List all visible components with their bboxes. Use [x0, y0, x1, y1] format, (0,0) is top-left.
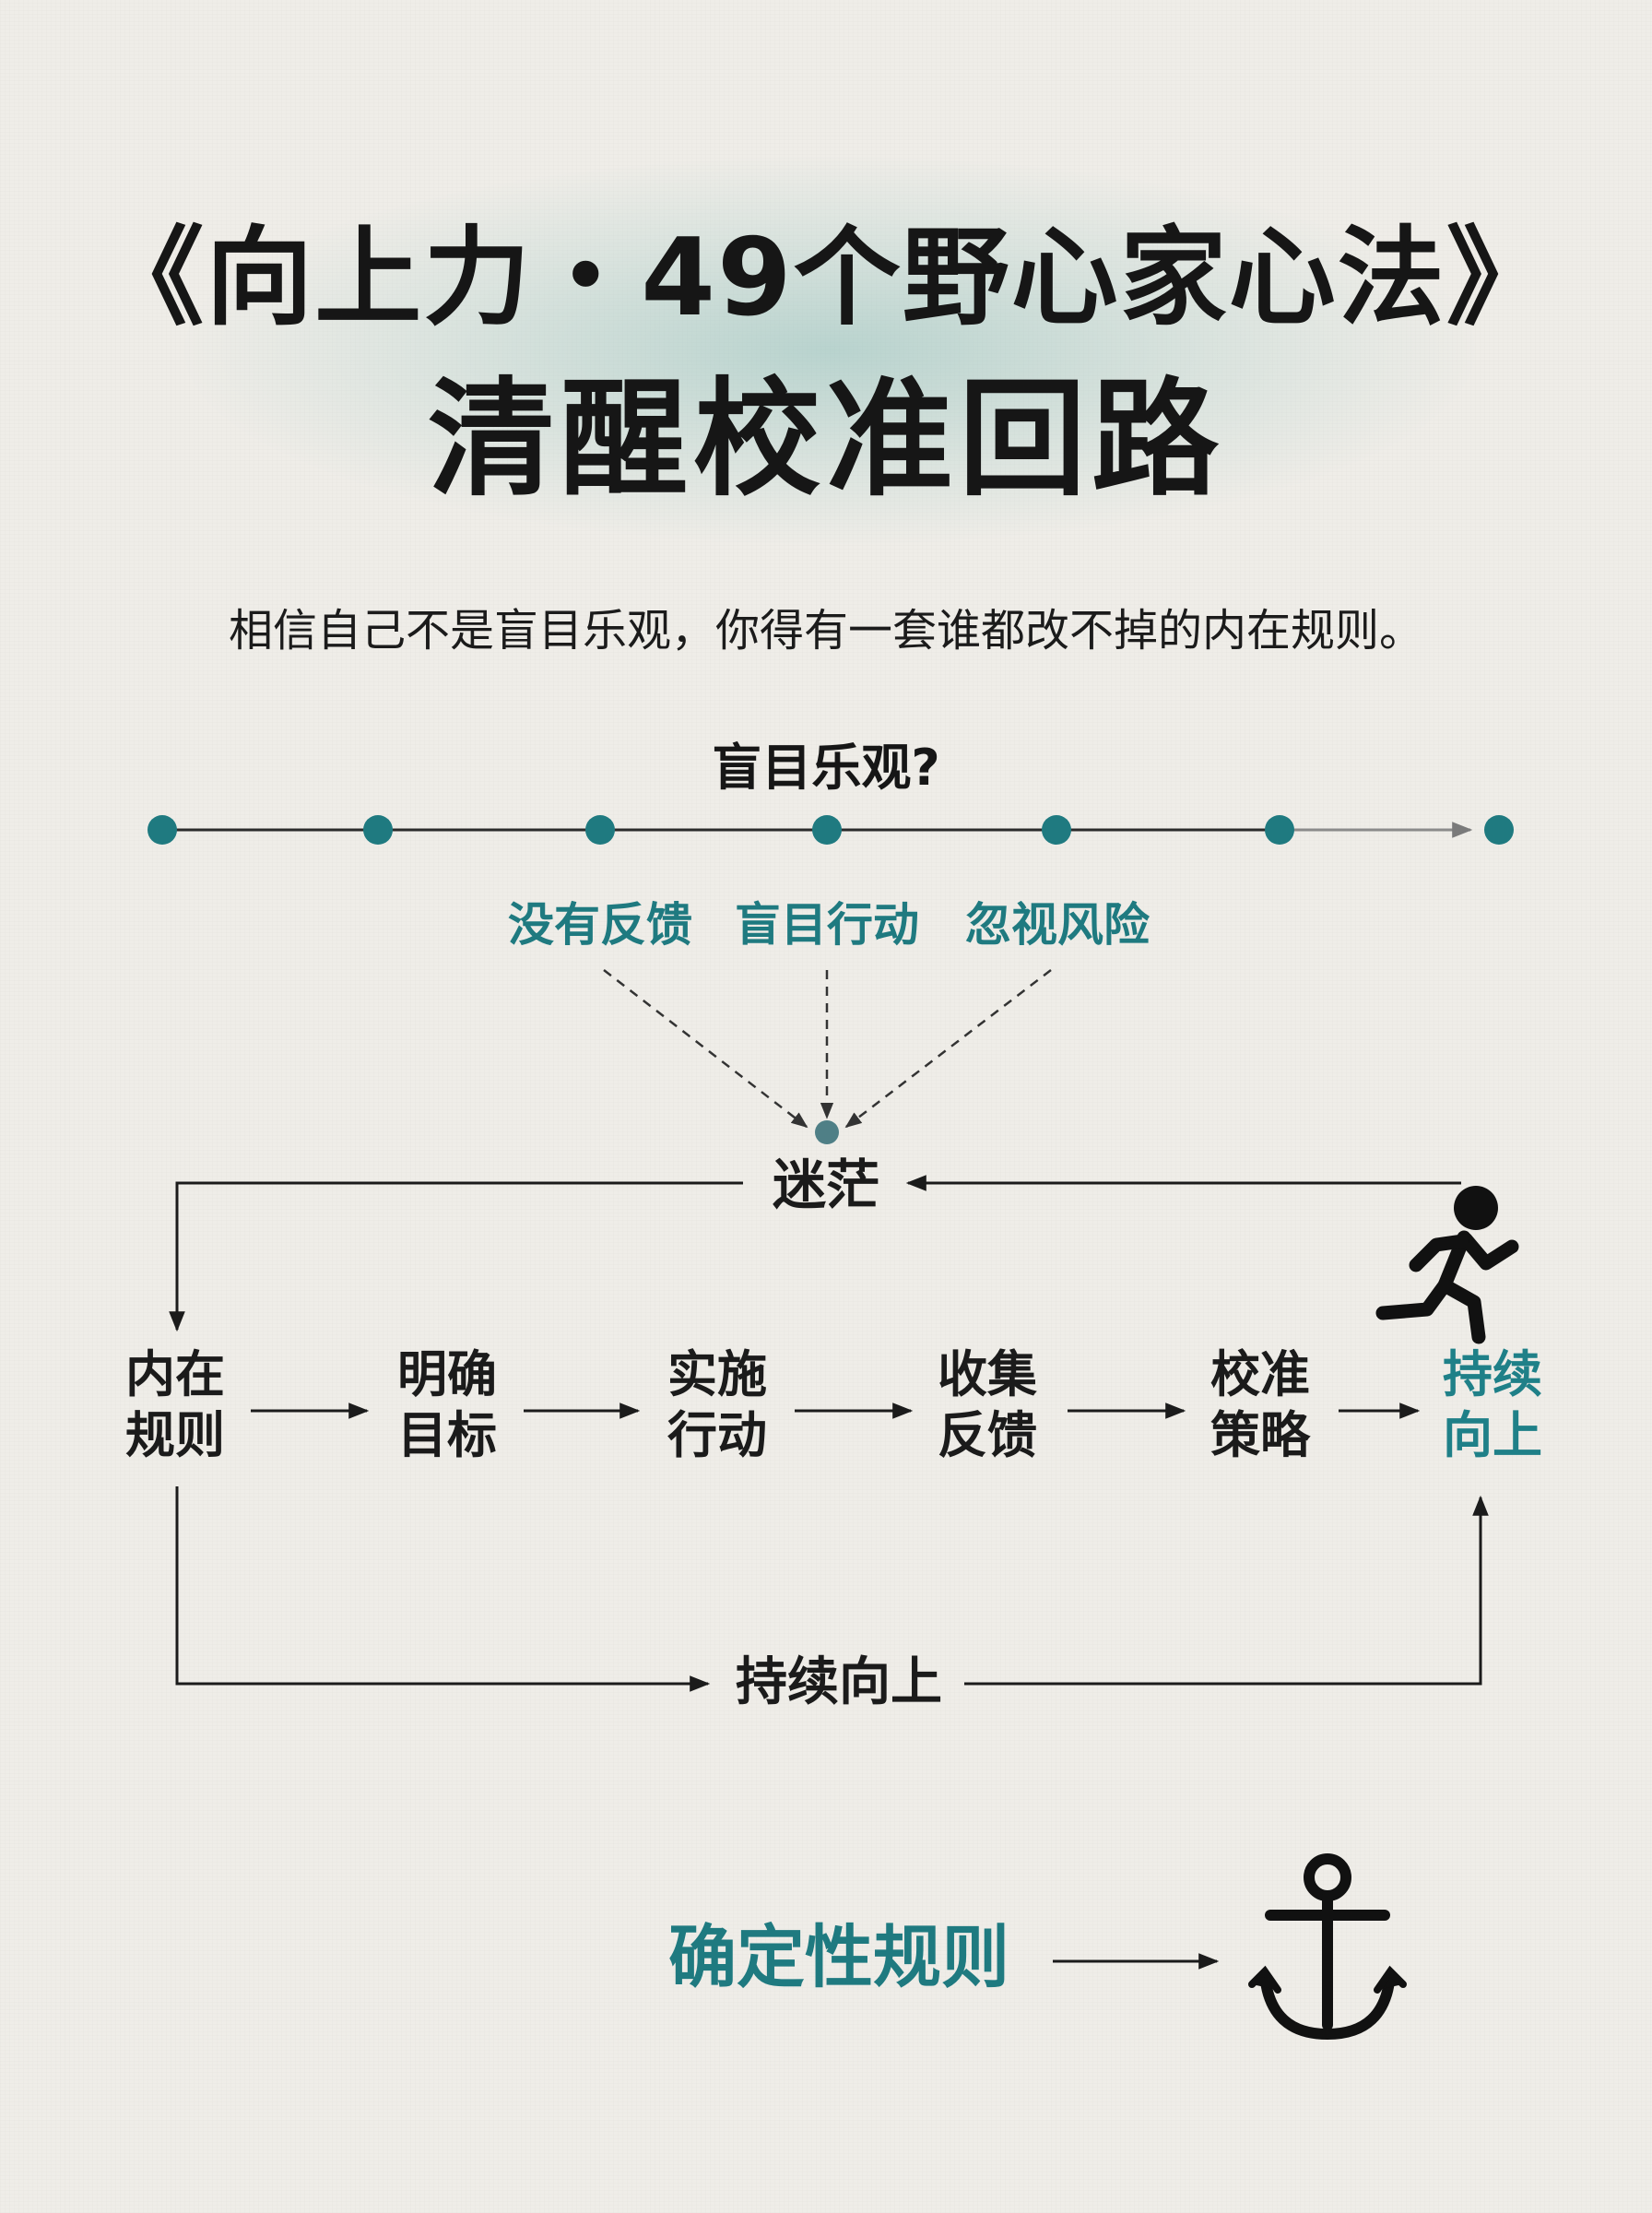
loop-node-take-action: 实施 行动	[639, 1344, 796, 1466]
timeline-dot	[148, 815, 177, 845]
node-line: 目标	[397, 1406, 497, 1464]
loop-node-keep-rising: 持续 向上	[1414, 1344, 1571, 1466]
dashed-arrow-right	[844, 969, 1052, 1129]
cause-label-no-feedback: 没有反馈	[508, 898, 692, 952]
bottom-loop-arrow-right	[964, 1495, 1489, 1686]
node-line: 策略	[1210, 1406, 1310, 1464]
certainty-rule-label: 确定性规则	[668, 1918, 1009, 1997]
bottom-loop-arrow-left	[175, 1486, 711, 1692]
timeline-dot	[585, 815, 615, 845]
page-title: 《向上力・49个野心家心法》	[97, 216, 1555, 340]
timeline-dot	[812, 815, 842, 845]
convergence-dot	[815, 1120, 839, 1144]
cause-label-ignore-risk: 忽视风险	[965, 898, 1150, 952]
node-line: 持续	[1443, 1345, 1542, 1403]
bottom-loop-label: 持续向上	[736, 1652, 942, 1712]
node-line: 行动	[667, 1406, 767, 1464]
running-person-icon	[1375, 1186, 1519, 1344]
confusion-label: 迷茫	[772, 1154, 879, 1216]
optimism-heading: 盲目乐观?	[712, 739, 940, 797]
timeline-dots	[148, 815, 1514, 845]
cause-label-blind-action: 盲目行动	[735, 898, 919, 952]
node-line: 内在	[125, 1345, 225, 1403]
node-line: 反馈	[938, 1406, 1037, 1464]
anchor-icon	[1248, 1853, 1407, 2041]
node-line: 规则	[125, 1406, 225, 1464]
node-line: 实施	[667, 1345, 767, 1403]
feedback-arrow-to-rules	[169, 1181, 743, 1332]
loop-node-calibrate-strategy: 校准 策略	[1182, 1344, 1339, 1466]
timeline-dot	[363, 815, 393, 845]
loop-node-clear-goal: 明确 目标	[369, 1344, 525, 1466]
timeline-dot	[1484, 815, 1514, 845]
node-line: 明确	[397, 1345, 497, 1403]
page-subtitle-title: 清醒校准回路	[427, 365, 1224, 514]
node-line: 向上	[1443, 1406, 1542, 1464]
timeline-dot	[1042, 815, 1071, 845]
loop-node-collect-feedback: 收集 反馈	[909, 1344, 1066, 1466]
dashed-arrow-left	[603, 969, 808, 1129]
node-line: 收集	[938, 1345, 1037, 1403]
intro-text: 相信自己不是盲目乐观，你得有一套谁都改不掉的内在规则。	[228, 605, 1423, 657]
loop-node-inner-rules: 内在 规则	[97, 1344, 254, 1466]
title-glow	[184, 157, 1475, 544]
node-line: 校准	[1210, 1345, 1310, 1403]
timeline-dot	[1265, 815, 1294, 845]
